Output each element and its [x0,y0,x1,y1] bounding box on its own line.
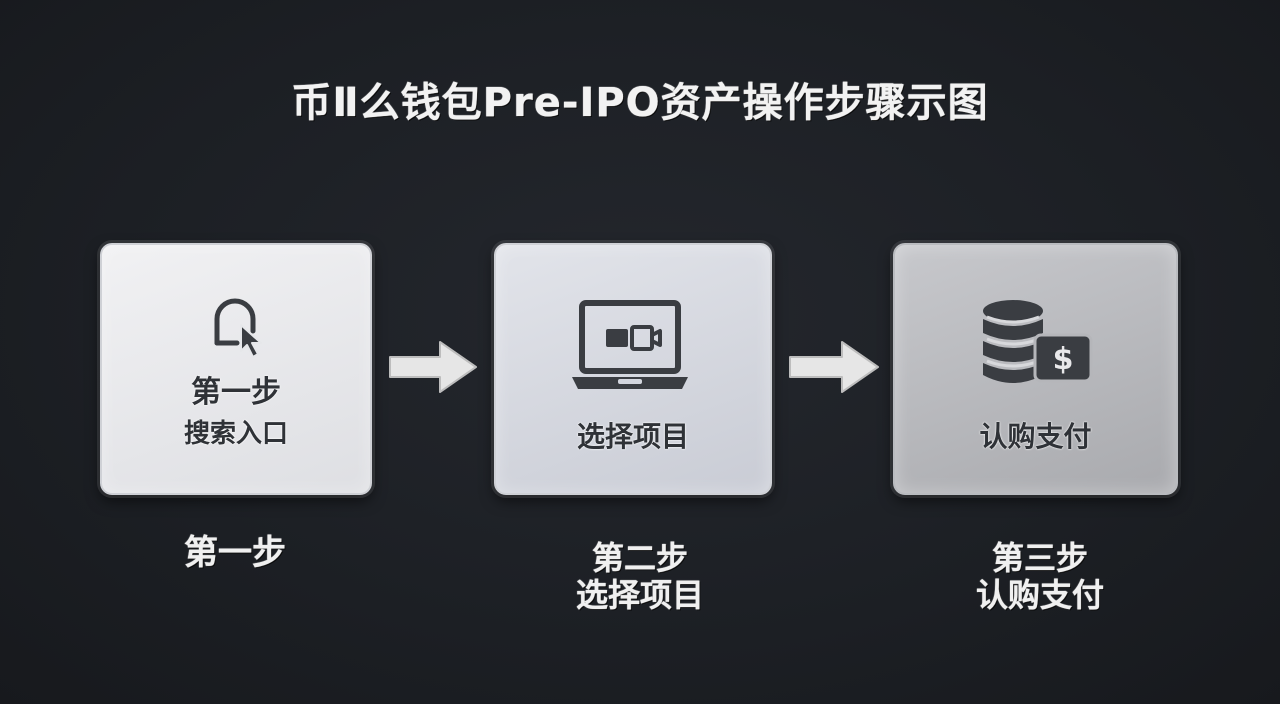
arrow-right-icon [789,341,879,393]
step-card-3: $ 认购支付 [893,243,1178,495]
diagram-title: 币Ⅱ么钱包Pre-IPO资产操作步骤示图 [291,80,989,126]
svg-text:$: $ [1053,342,1074,377]
step-2-caption-line2: 选择项目 [575,575,704,614]
laptop-icon [572,300,688,389]
search-cursor-icon [214,298,262,358]
step-3-caption: 第三步 认购支付 [945,540,1135,614]
step-3-caption-line2: 认购支付 [975,575,1104,614]
step-3-caption-line1: 第三步 [991,539,1088,577]
step-1-card-subtitle: 搜索入口 [183,419,288,449]
step-1-caption-line1: 第一步 [184,533,286,573]
step-2-caption-line1: 第二步 [591,539,688,577]
step-3-card-title: 认购支付 [979,420,1092,453]
arrow-right-icon [389,341,477,393]
coins-dollar-icon: $ [983,300,1093,383]
step-card-1: 第一步 搜索入口 [100,243,372,495]
step-1-caption: 第一步 [150,533,320,573]
step-2-card-title: 选择项目 [576,420,689,453]
step-card-2: 选择项目 [494,243,772,495]
step-2-caption: 第二步 选择项目 [555,540,725,614]
step-1-card-title: 第一步 [191,375,281,410]
